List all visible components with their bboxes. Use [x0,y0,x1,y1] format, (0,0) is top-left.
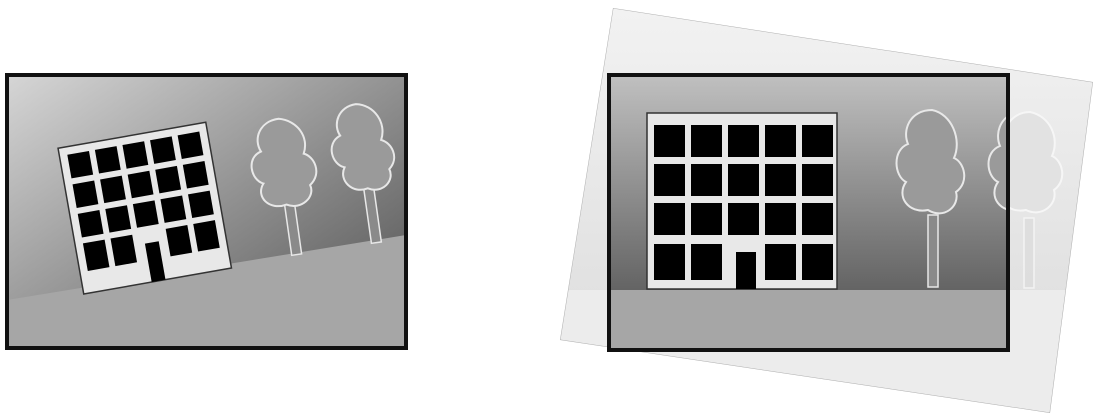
window-grid [654,125,833,289]
tilted-building-scene-icon [0,0,420,418]
tilted-scene-panel [0,0,420,418]
ground [609,290,1008,350]
straightened-building-scene-icon [540,0,1094,418]
building [647,113,837,289]
building [58,122,231,294]
door [736,252,756,289]
corrected-scene-panel [540,0,1094,418]
